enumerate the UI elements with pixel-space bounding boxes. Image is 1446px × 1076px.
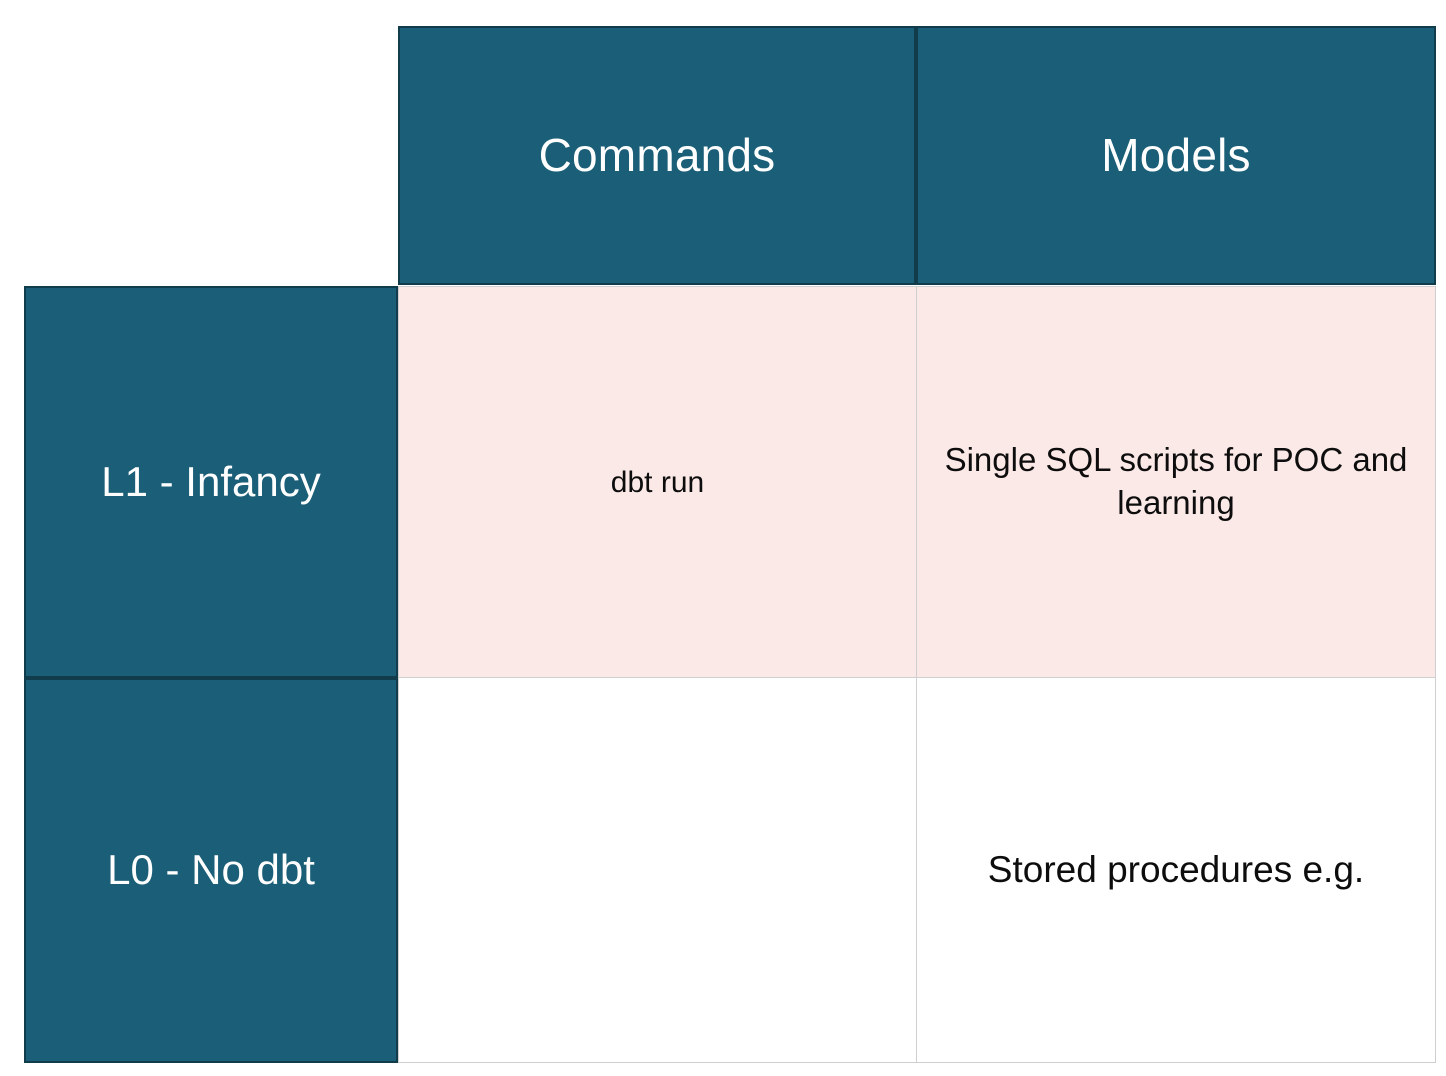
row-header-l1-label: L1 - Infancy	[101, 457, 321, 505]
row-header-l1: L1 - Infancy	[24, 286, 398, 678]
column-header-commands: Commands	[398, 26, 916, 285]
table-cell-l1-models-text: Single SQL scripts for POC and learning	[944, 441, 1408, 521]
table-cell-l1-models: Single SQL scripts for POC and learning	[916, 286, 1436, 678]
row-header-l0-label: L0 - No dbt	[107, 846, 315, 894]
column-header-models-label: Models	[1101, 129, 1251, 182]
row-header-l0: L0 - No dbt	[24, 678, 398, 1063]
table-cell-l1-commands-text: dbt run	[610, 465, 705, 499]
table-cell-l0-commands	[398, 677, 917, 1063]
column-header-commands-label: Commands	[538, 129, 776, 182]
table-cell-l0-models-text: Stored procedures e.g.	[987, 848, 1365, 890]
column-header-models: Models	[916, 26, 1436, 285]
table-cell-l0-models: Stored procedures e.g.	[916, 677, 1436, 1063]
table-cell-l1-commands: dbt run	[398, 286, 917, 678]
